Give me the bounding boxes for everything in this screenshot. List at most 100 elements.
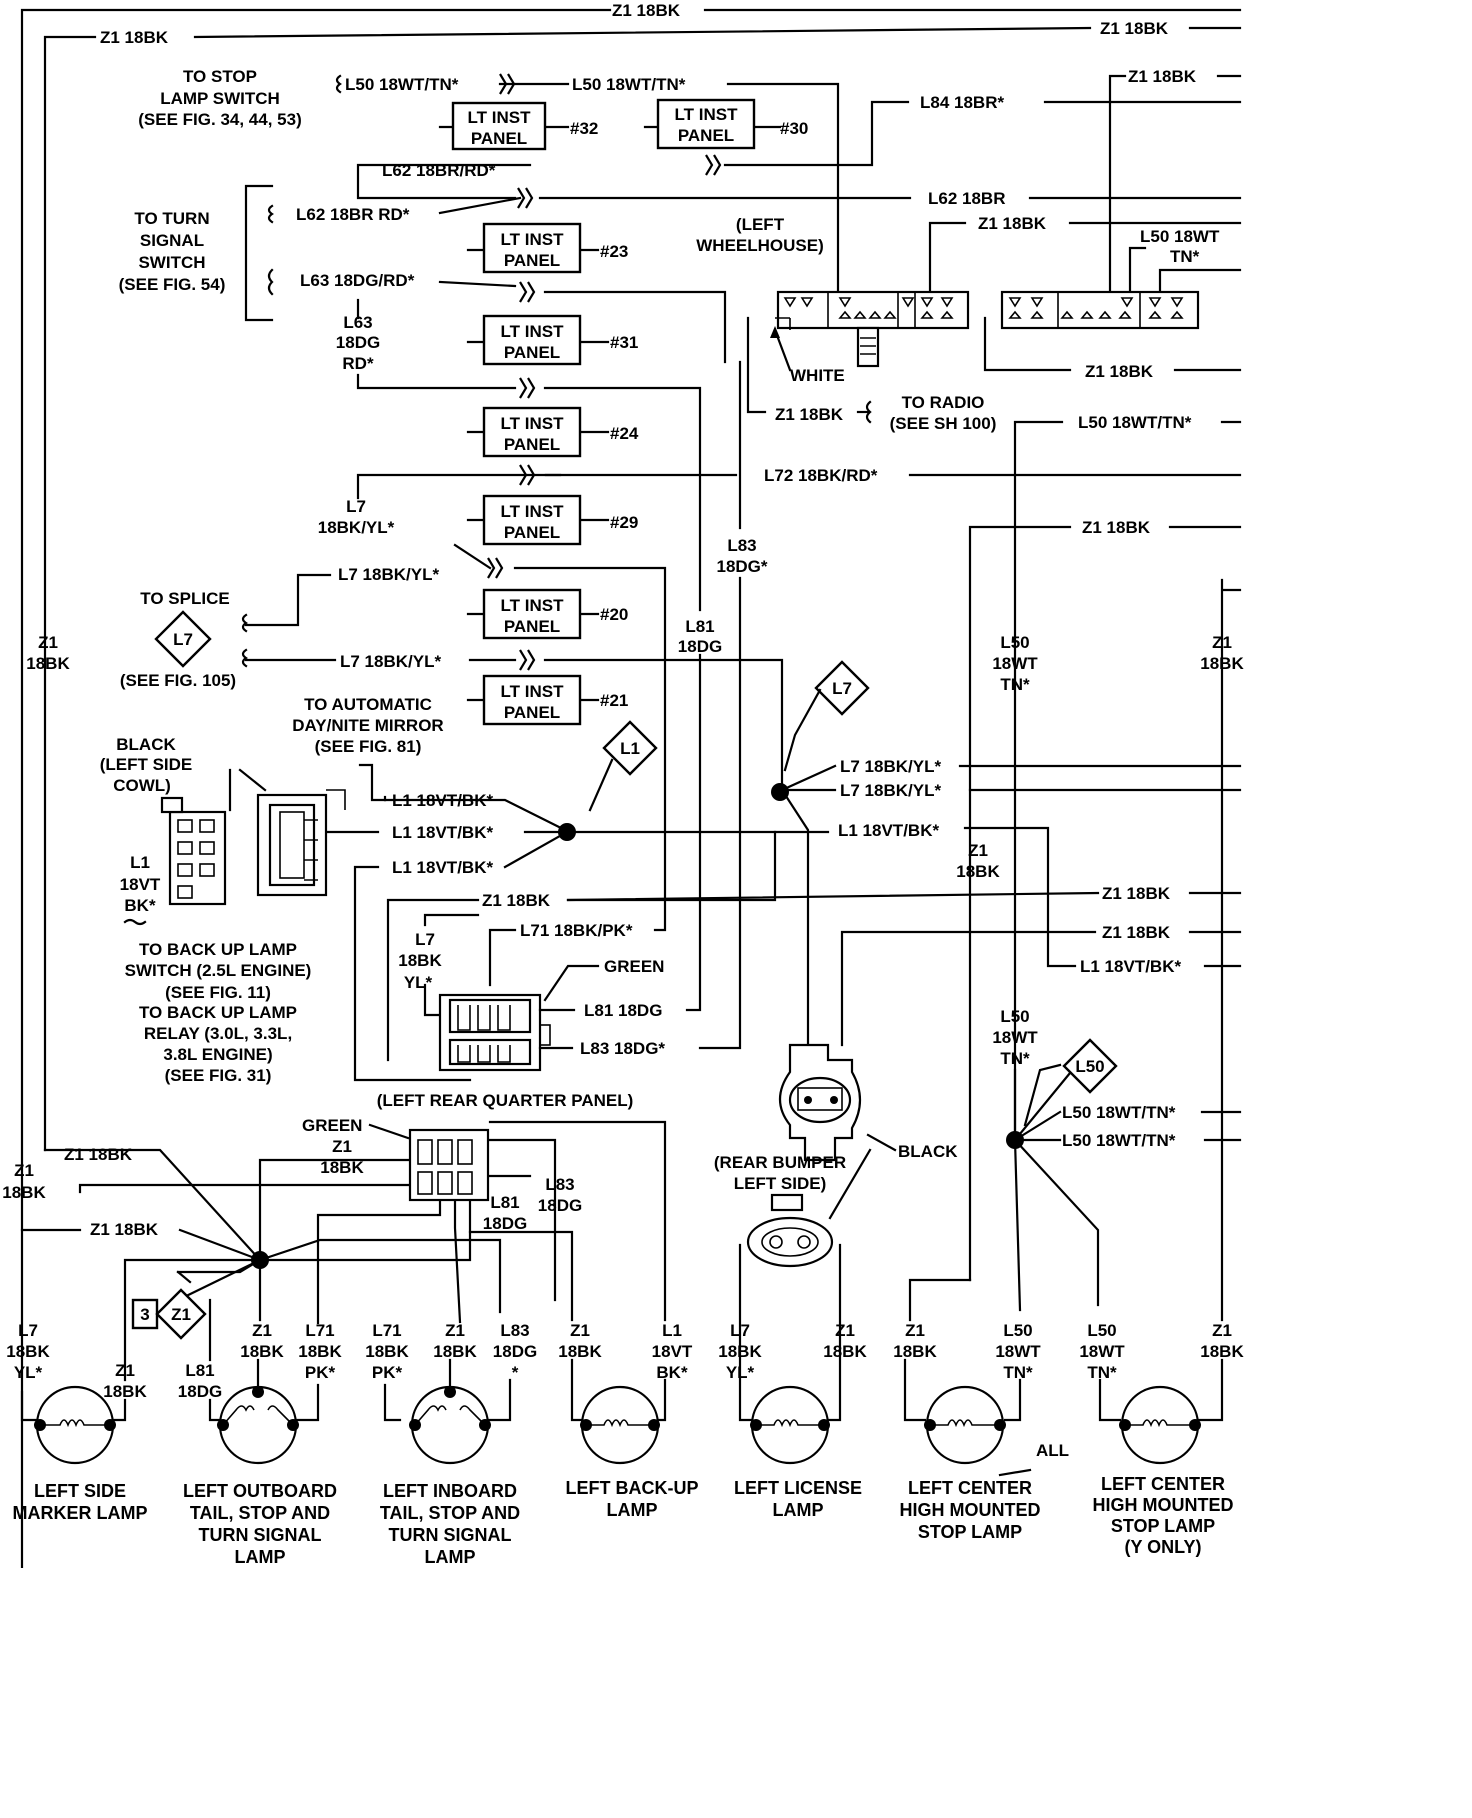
wire-label: * <box>512 1363 519 1382</box>
splice-tag-l7-left: L7 <box>154 610 212 668</box>
lamp-title: LAMP <box>235 1547 286 1567</box>
wire-label: TN* <box>1000 675 1030 694</box>
lamp-title: MARKER LAMP <box>13 1503 148 1523</box>
lamp-title: LEFT CENTER <box>1101 1474 1225 1494</box>
note-label: 3.8L ENGINE) <box>163 1045 272 1064</box>
note-label: RELAY (3.0L, 3.3L, <box>144 1024 292 1043</box>
splice-tag-l50: L50 <box>1062 1038 1118 1094</box>
note-label: BLACK <box>116 735 176 754</box>
wire-label: L71 18BK/PK* <box>520 921 633 940</box>
wire-label: 18BK <box>2 1183 46 1202</box>
note-label: (LEFT <box>736 215 785 234</box>
note-label: TO AUTOMATIC <box>304 695 432 714</box>
wire-label: L50 18WT/TN* <box>1062 1131 1176 1150</box>
white-arrowhead <box>770 326 780 338</box>
wire-label: 18BK <box>240 1342 284 1361</box>
wire-label: L7 18BK/YL* <box>840 757 941 776</box>
lt-inst-panel-24: LT INST PANEL #24 <box>482 406 639 458</box>
wire-label: 18VT <box>120 875 161 894</box>
lamp-title: TURN SIGNAL <box>389 1525 512 1545</box>
wire-label: L7 <box>346 497 366 516</box>
panel-number: #31 <box>610 333 638 352</box>
cowl-connector-left <box>160 796 227 906</box>
connector-chevrons <box>486 72 722 672</box>
wire-label: L62 18BR RD* <box>296 205 410 224</box>
note-label: LEFT SIDE) <box>734 1174 827 1193</box>
wire-label: L50 <box>1003 1321 1032 1340</box>
wire-label: RD* <box>342 354 374 373</box>
wire-label: L1 18VT/BK* <box>392 858 493 877</box>
wire-label: L1 18VT/BK* <box>392 823 493 842</box>
wire-label: L83 18DG* <box>580 1039 665 1058</box>
splice-tag-l7-right: L7 <box>783 660 870 772</box>
wire-label: Z1 <box>14 1161 34 1180</box>
panel-label: LT INST <box>501 502 565 521</box>
lamp-backup <box>580 1385 660 1465</box>
wire-label: Z1 <box>252 1321 272 1340</box>
note-label: (SEE FIG. 54) <box>119 275 226 294</box>
note-label: TO STOP <box>183 67 257 86</box>
wire-label: Z1 <box>332 1137 352 1156</box>
wire-label: L81 18DG <box>584 1001 662 1020</box>
tag-label: L7 <box>832 679 852 698</box>
wire-label: L71 <box>372 1321 401 1340</box>
brace <box>241 613 248 633</box>
note-label: (SEE FIG. 81) <box>315 737 422 756</box>
wire-label: L7 18BK/YL* <box>840 781 941 800</box>
lamps <box>34 1385 1201 1465</box>
wire-label: 18BK <box>365 1342 409 1361</box>
lamp-title: LEFT INBOARD <box>383 1481 517 1501</box>
wire-label: 18BK <box>433 1342 477 1361</box>
wire-label: L62 18BR <box>928 189 1005 208</box>
splice-tag-z1: 3 Z1 <box>131 1288 207 1340</box>
wire-label: Z1 18BK <box>64 1145 133 1164</box>
brace <box>335 74 342 94</box>
panel-label: PANEL <box>504 523 560 542</box>
wire-label: Z1 18BK <box>612 1 681 20</box>
wire-label: Z1 18BK <box>90 1220 159 1239</box>
tag-label: Z1 <box>171 1305 191 1324</box>
bumper-connector-black <box>778 1043 862 1162</box>
note-label: (SEE FIG. 31) <box>165 1066 272 1085</box>
wire-label: Z1 18BK <box>1102 923 1171 942</box>
note-labels: TO STOP LAMP SWITCH (SEE FIG. 34, 44, 53… <box>100 67 997 1193</box>
panel-label: PANEL <box>504 251 560 270</box>
wire-label: L81 <box>685 617 714 636</box>
wiring-diagram-svg: LT INST PANEL #32 LT INST PANEL #30 LT I… <box>2 1 1244 1570</box>
wire-label: 18DG* <box>716 557 767 576</box>
wire-label: 18BK <box>320 1158 364 1177</box>
tag-label: L7 <box>173 630 193 649</box>
lt-inst-panel-21: LT INST PANEL #21 <box>482 674 628 726</box>
wire-label: PK* <box>372 1363 403 1382</box>
lamp-chmsl-y <box>1119 1385 1201 1465</box>
lamp-title: STOP LAMP <box>1111 1516 1215 1536</box>
panel-number: #20 <box>600 605 628 624</box>
wire-label: L7 18BK/YL* <box>338 565 439 584</box>
brace <box>123 918 147 926</box>
wire-label: 18BK <box>298 1342 342 1361</box>
lamp-titles: LEFT SIDE MARKER LAMP LEFT OUTBOARD TAIL… <box>13 1474 1234 1567</box>
note-label: SIGNAL <box>140 231 204 250</box>
lamp-title: LAMP <box>773 1500 824 1520</box>
lamp-title: LEFT BACK-UP <box>566 1478 699 1498</box>
panel-label: PANEL <box>471 129 527 148</box>
wire-label: L83 <box>500 1321 529 1340</box>
wire-label: Z1 <box>38 633 58 652</box>
note-label: TO TURN <box>134 209 209 228</box>
lamp-title: LAMP <box>607 1500 658 1520</box>
wire-label: 18VT <box>652 1342 693 1361</box>
brace <box>241 648 248 668</box>
tag-label: L50 <box>1075 1057 1104 1076</box>
wire-label: Z1 <box>570 1321 590 1340</box>
note-label: (LEFT REAR QUARTER PANEL) <box>377 1091 634 1110</box>
wire-label: L7 <box>415 930 435 949</box>
lt-inst-panel-31: LT INST PANEL #31 <box>482 314 638 366</box>
note-label: TO SPLICE <box>140 589 229 608</box>
note-label: TO BACK UP LAMP <box>139 940 297 959</box>
wire-label: L84 18BR* <box>920 93 1004 112</box>
wheelhouse-connector-right <box>1000 290 1200 330</box>
lamp-title: HIGH MOUNTED <box>900 1500 1041 1520</box>
panel-label: LT INST <box>501 230 565 249</box>
wire-label: L7 18BK/YL* <box>340 652 441 671</box>
wire-label: L63 <box>343 313 372 332</box>
